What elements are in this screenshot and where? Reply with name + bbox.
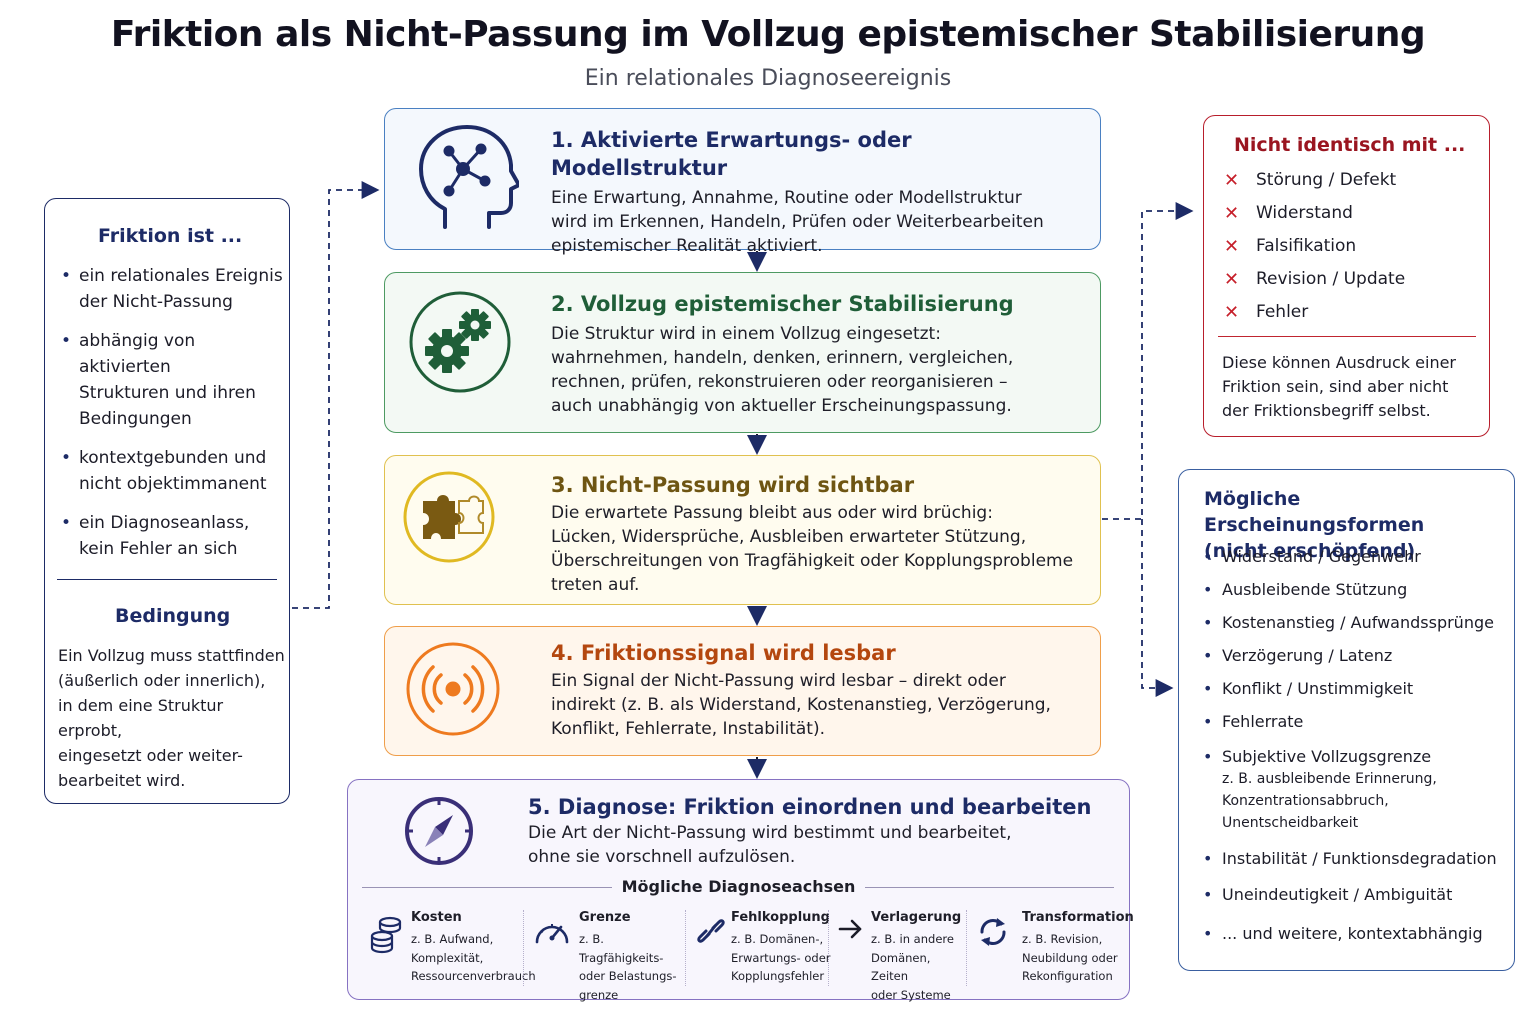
step-5-box: 5. Diagnose: Friktion einordnen und bear… [347,779,1134,1002]
dashed-connector-right-top [1102,202,1194,520]
axis-separator [685,910,686,986]
list-item: ... und weitere, kontextabhängig [1201,923,1506,945]
list-item: ✕Widerstand [1224,203,1353,224]
axis-fehlkopplung-desc: z. B. Domänen-, Erwartungs- oder Kopplun… [731,932,831,983]
axis-separator [966,910,967,986]
cross-icon: ✕ [1224,236,1240,257]
axis-kosten-title: Kosten [411,910,462,925]
arrow-right-icon [838,919,862,939]
list-item: ✕Fehler [1224,302,1309,323]
forms-panel: Mögliche Erscheinungsformen (nicht ersch… [1178,469,1515,971]
list-item: ✕Falsifikation [1224,236,1357,257]
axis-separator [523,910,524,986]
step-2-title: 2. Vollzug epistemischer Stabilisierung [551,292,1014,316]
list-item: Uneindeutigkeit / Ambiguität [1201,884,1506,906]
axis-grenze-desc: z. B. Tragfähigkeits- oder Belastungs- g… [579,932,677,1002]
page-subtitle: Ein relationales Diagnoseereignis [584,66,952,91]
step-3-title: 3. Nicht-Passung wird sichtbar [551,473,915,497]
step-3-body: Die erwartete Passung bleibt aus oder wi… [551,503,1074,595]
axis-verlagerung-desc: z. B. in andere Domänen, Zeiten oder Sys… [871,932,954,1002]
step-1-body: Eine Erwartung, Annahme, Routine oder Mo… [551,188,1044,256]
list-item: ✕Revision / Update [1224,269,1406,290]
list-item: ein Diagnoseanlass,kein Fehler an sich [61,510,285,562]
bedingung-text: Ein Vollzug muss stattfinden (äußerlich … [58,646,285,790]
step-5-body: Die Art der Nicht-Passung wird bestimmt … [528,823,1012,867]
left-panel-divider [57,579,277,581]
axis-fehlkopplung-title: Fehlkopplung [731,910,830,925]
step-2-box: 2. Vollzug epistemischer Stabilisierung … [384,272,1101,433]
page-title: Friktion als Nicht-Passung im Vollzug ep… [110,14,1426,55]
puzzle-icon [403,471,495,563]
cycle-icon [980,918,1006,946]
axis-grenze: Grenze z. B. Tragfähigkeits- oder Belast… [533,908,683,1002]
step-5-title: 5. Diagnose: Friktion einordnen und bear… [528,795,1092,819]
link-icon [697,919,725,943]
axis-transformation: Transformation z. B. Revision, Neubildun… [976,908,1134,990]
forms-list: Widerstand / Gegenwehr Ausbleibende Stüt… [1201,546,1506,945]
axis-fehlkopplung: Fehlkopplung z. B. Domänen-, Erwartungs-… [695,908,845,990]
axis-separator [828,910,829,986]
friktion-definition-panel: Friktion ist ... ein relationales Ereign… [44,198,290,804]
list-item: Ausbleibende Stützung [1201,579,1506,601]
head-network-icon [419,125,519,229]
step-4-box: 4. Friktionssignal wird lesbar Ein Signa… [384,626,1101,756]
list-item: Subjektive Vollzugsgrenze z. B. ausbleib… [1201,746,1506,834]
dashed-connector-left [292,181,380,609]
not-identical-list: ✕Störung / Defekt ✕Widerstand ✕Falsifika… [1224,168,1405,333]
step-2-body: Die Struktur wird in einem Vollzug einge… [551,324,1014,416]
cross-icon: ✕ [1224,269,1240,290]
coins-icon [370,916,402,954]
diagnosis-axes-title: Mögliche Diagnoseachsen [348,877,1129,896]
list-item: Fehlerrate [1201,711,1506,733]
friktion-ist-heading: Friktion ist ... [98,225,243,247]
gauge-icon [535,924,569,944]
not-identical-heading: Nicht identisch mit ... [1234,134,1466,156]
list-item: Instabilität / Funktionsdegradation [1201,848,1506,870]
cross-icon: ✕ [1224,170,1240,191]
not-identical-note: Diese können Ausdruck einer Friktion sei… [1222,353,1457,420]
list-item: Widerstand / Gegenwehr [1201,546,1506,568]
list-item: Verzögerung / Latenz [1201,645,1506,667]
bedingung-heading: Bedingung [115,605,231,627]
axis-kosten-desc: z. B. Aufwand, Komplexität, Ressourcenve… [411,932,536,983]
axis-grenze-title: Grenze [579,910,631,925]
list-item: Konflikt / Unstimmigkeit [1201,678,1506,700]
axis-verlagerung-title: Verlagerung [871,910,962,925]
axis-verlagerung: Verlagerung z. B. in andere Domänen, Zei… [838,908,968,1002]
step-4-body: Ein Signal der Nicht-Passung wird lesbar… [551,671,1051,739]
axis-transformation-title: Transformation [1022,910,1134,925]
step-1-box: 1. Aktivierte Erwartungs- oder Modellstr… [384,108,1101,256]
list-item: ✕Störung / Defekt [1224,170,1397,191]
list-item: Kostenanstieg / Aufwandssprünge [1201,612,1506,634]
not-identical-divider [1218,336,1476,338]
cross-icon: ✕ [1224,302,1240,323]
gears-icon [409,291,511,393]
dashed-connector-right-bottom [1141,519,1174,697]
step-1-title: 1. Aktivierte Erwartungs- oder Modellstr… [551,128,912,180]
not-identical-panel: Nicht identisch mit ... ✕Störung / Defek… [1203,115,1490,437]
cross-icon: ✕ [1224,203,1240,224]
signal-icon [406,642,500,736]
axis-kosten: Kosten z. B. Aufwand, Komplexität, Resso… [368,908,536,990]
axis-transformation-desc: z. B. Revision, Neubildung oder Rekonfig… [1022,932,1118,983]
step-4-title: 4. Friktionssignal wird lesbar [551,641,896,665]
step-3-box: 3. Nicht-Passung wird sichtbar Die erwar… [384,455,1101,605]
compass-icon [405,797,473,865]
